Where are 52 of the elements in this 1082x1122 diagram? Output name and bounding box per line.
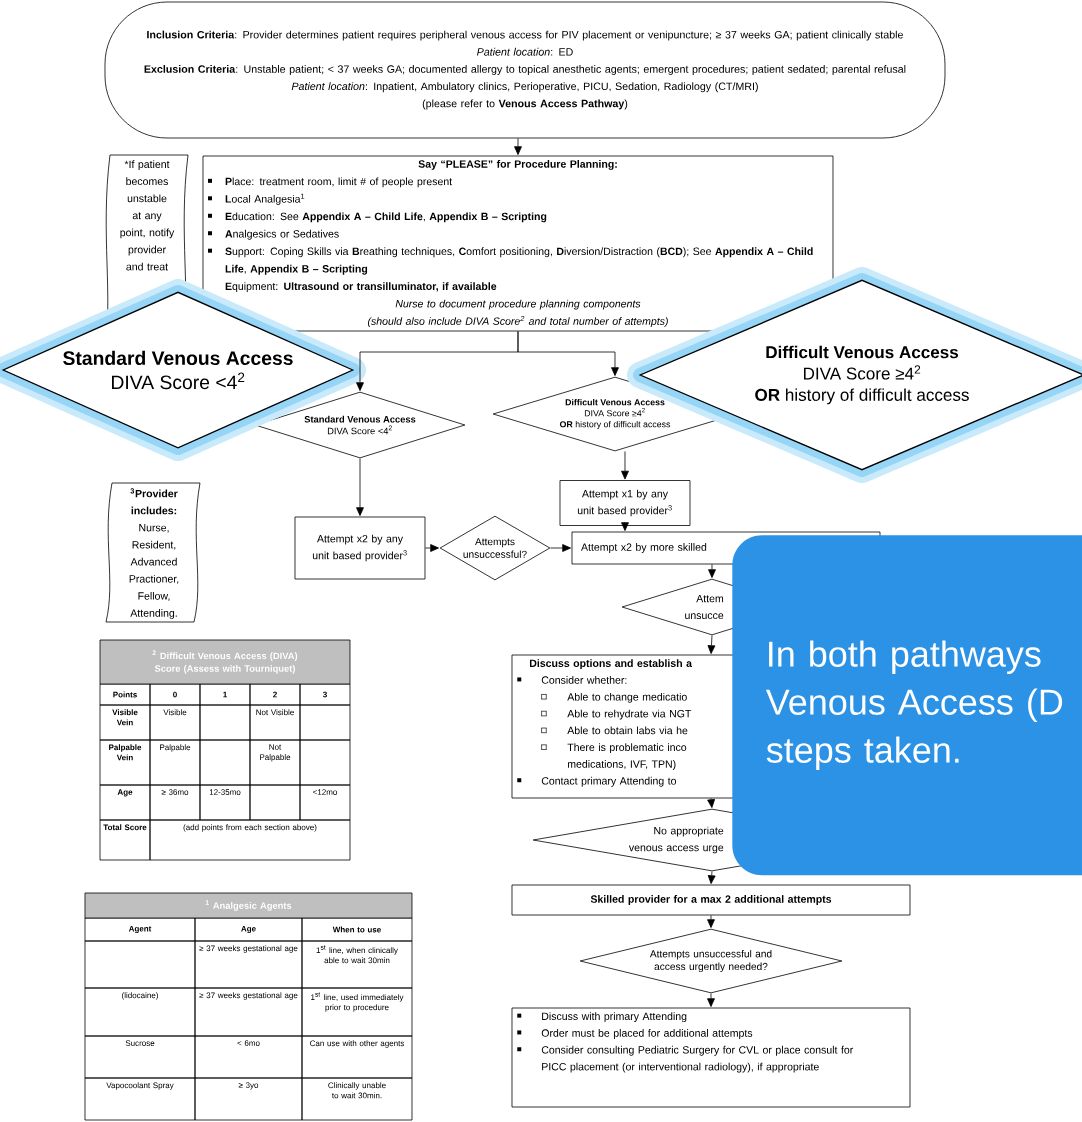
table-cell: Sucrose [125,1040,155,1046]
callout-tooltip: In both pathways Venous Access (D steps taken. [732,535,1082,876]
table-cell: ≥ 3yo [238,1082,259,1090]
table-header: 1 [223,691,227,698]
table-cell: ≥ 37 weeks gestational age [199,992,298,1000]
process-box: Attempt x1 by any unit based provider$^{3}$ [559,480,691,526]
arrow [517,331,619,376]
table-header: Age [241,925,256,934]
arrow [425,544,439,552]
table-cell: Palpable [160,744,191,752]
arrow [708,564,716,578]
table-header: 0 [173,691,177,698]
table-header: When to use [332,926,381,933]
table-header: 2 [273,691,277,698]
table-cell: Visible [163,709,187,716]
table-header: 3 [322,691,327,698]
table-cell: 12-35mo [209,789,241,795]
table-cell: (add points from each section above) [183,824,317,832]
table-cell: <12mo [313,789,337,795]
note-box: $^{3}$Provider includes: Nurse, Resident, Advanced Practioner, Fellow, Attending. [105,482,201,623]
arrow [707,871,716,884]
arrow [707,915,715,928]
arrow [707,635,716,654]
process-box: Attempt x2 by any unit based provider$^{3}$ [294,516,426,580]
table-cell: < 6mo [237,1040,260,1046]
arrow [550,544,571,552]
table-cell: Not Visible [256,709,294,716]
arrow [356,458,364,516]
process-box: Skilled provider for a max 2 additional attempts [511,884,911,916]
table-header: Points [113,691,137,698]
table-cell: (lidocaine) [122,992,158,1000]
table-cell: 1$^{st}$ line, when clinically able to wait 30min [316,945,398,964]
table-header: Agent [128,925,152,934]
table-cell: Not Palpable [260,744,291,762]
table-cell: Age [117,789,133,797]
process-box: Discuss with primary Attending Order must be placed for additional attempts Consider consulting Pediatric Surgery for CVL or place consult for PICC placement (or interventional radiology), if appropriate [511,1007,911,1108]
arrow [621,451,629,480]
table-cell: Total Score [103,824,147,831]
table-cell: Palpable Vein [109,744,142,761]
table-cell: ≥ 36mo [161,789,189,795]
table-cell: Visible Vein [112,709,138,726]
arrow [707,798,715,808]
table-cell: Vapocoolant Spray [106,1082,174,1090]
table-cell: ≥ 37 weeks gestational age [199,945,298,953]
criteria-box: Inclusion Criteria: Provider determines patient requires peripheral venous access for PIV placement or venipuncture; ≥ 37 weeks GA; patient clinically stable Patient location: ED Exclusion Criteria: Unstable patient; < 37 weeks GA; documented allergy to topical anesthetic agents; emergent procedures; patient sedated; parental refusal Patient location: Inpatient, Ambulatory clinics, Perioperative, PICU, Sedation, Radiology (CT/MRI) (please refer to Venous Access Pathway) [104,1,946,139]
arrow [707,993,715,1007]
arrow [514,138,522,155]
table-title: $^{2}$ Difficult Venous Access (DIVA) Score (Assess with Tourniquet) [99,639,351,685]
table-cell: Clinically unable to wait 30min. [328,1082,386,1099]
table-cell: Can use with other agents [310,1040,405,1048]
arrow [621,522,629,531]
table-cell: 1$^{st}$ line, used immediately prior to procedure [311,992,404,1012]
